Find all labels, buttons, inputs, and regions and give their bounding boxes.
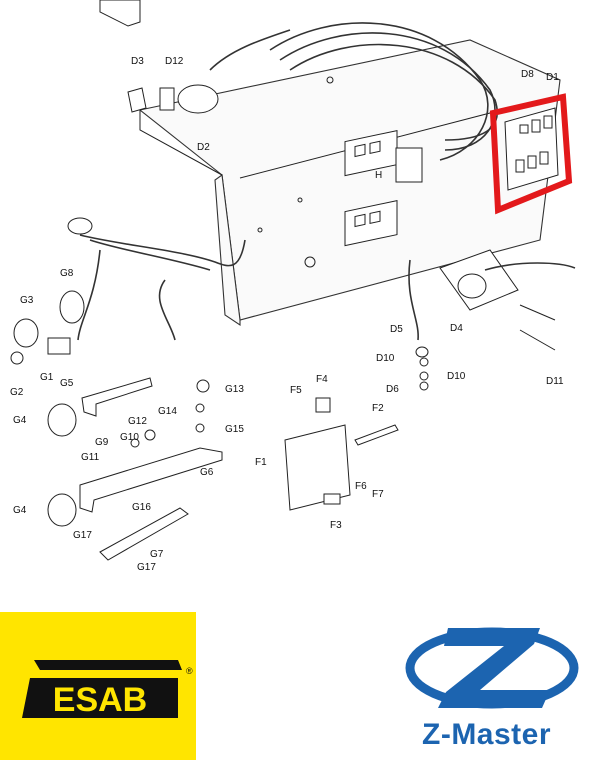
exploded-parts-diagram: D3 D12 D2 D8 D1 H G8 G3 G2 G1 G5 G4 G13 … bbox=[10, 0, 576, 573]
label-g3: G3 bbox=[20, 295, 34, 306]
label-g11: G11 bbox=[81, 452, 100, 463]
label-g16: G16 bbox=[132, 502, 151, 513]
wheel-g4-lower bbox=[47, 493, 77, 527]
z-master-wordmark: Z-Master bbox=[422, 718, 552, 751]
label-g7: G7 bbox=[150, 549, 164, 560]
z-master-emblem-icon bbox=[405, 627, 579, 709]
gland-g8 bbox=[59, 290, 85, 324]
label-d2: D2 bbox=[197, 142, 210, 153]
label-f7: F7 bbox=[372, 489, 384, 500]
label-d3: D3 bbox=[131, 56, 144, 67]
label-d10-left: D10 bbox=[376, 353, 395, 364]
label-f2: F2 bbox=[372, 403, 384, 414]
label-g4-lower: G4 bbox=[13, 505, 27, 516]
label-g12: G12 bbox=[128, 416, 147, 427]
connector-f3 bbox=[323, 493, 341, 505]
label-g17-upper: G17 bbox=[73, 530, 92, 541]
standoff-d5 bbox=[415, 346, 429, 358]
label-h: H bbox=[375, 170, 382, 181]
transformer-d4 bbox=[408, 249, 576, 341]
label-f6: F6 bbox=[355, 481, 367, 492]
label-g10: G10 bbox=[120, 432, 139, 443]
wheel-g4-upper bbox=[47, 403, 77, 437]
screw-g12 bbox=[144, 429, 156, 441]
label-f3: F3 bbox=[330, 520, 342, 531]
left-harness bbox=[77, 234, 246, 341]
label-g13: G13 bbox=[225, 384, 244, 395]
control-board-f bbox=[284, 424, 351, 511]
bolt-d11-upper bbox=[519, 304, 556, 321]
fuse-f4 bbox=[315, 397, 331, 413]
washer-d10-lower bbox=[419, 371, 429, 381]
label-g9: G9 bbox=[95, 437, 109, 448]
label-d5: D5 bbox=[390, 324, 403, 335]
connector-g1 bbox=[47, 337, 71, 355]
label-g17-lower: G17 bbox=[137, 562, 156, 573]
part-labels: D3 D12 D2 D8 D1 H G8 G3 G2 G1 G5 G4 G13 … bbox=[10, 56, 564, 573]
label-g2: G2 bbox=[10, 387, 24, 398]
esab-wordmark: ESAB bbox=[53, 681, 147, 719]
ribbon-cable-f2 bbox=[354, 424, 399, 446]
washer-g10 bbox=[130, 438, 140, 448]
label-g8: G8 bbox=[60, 268, 74, 279]
z-master-logo: Z-Master bbox=[400, 618, 600, 760]
nut-d6 bbox=[419, 381, 429, 391]
handle-g7 bbox=[99, 507, 189, 561]
label-g5: G5 bbox=[60, 378, 74, 389]
connector-d3 bbox=[127, 87, 147, 113]
label-g15: G15 bbox=[225, 424, 244, 435]
axle-g6 bbox=[79, 447, 223, 513]
highlighted-board-d8-d1 bbox=[504, 107, 559, 191]
bolt-g13 bbox=[196, 379, 210, 393]
label-g14: G14 bbox=[158, 406, 177, 417]
bolt-d11-lower bbox=[519, 329, 556, 351]
label-d12: D12 bbox=[165, 56, 184, 67]
highlight-box bbox=[489, 93, 573, 215]
cable-grommet bbox=[67, 217, 93, 235]
main-frame bbox=[138, 39, 561, 327]
esab-logo: ESAB ® bbox=[0, 612, 196, 760]
label-g1: G1 bbox=[40, 372, 54, 383]
top-corner-panel bbox=[99, 0, 141, 27]
h-component bbox=[395, 147, 423, 183]
knob-g3 bbox=[13, 318, 39, 348]
label-f1: F1 bbox=[255, 457, 267, 468]
cap-g2 bbox=[10, 351, 24, 365]
top-cable-bundle bbox=[209, 22, 498, 161]
label-g6: G6 bbox=[200, 467, 214, 478]
label-d8: D8 bbox=[521, 69, 534, 80]
label-f4: F4 bbox=[316, 374, 328, 385]
bracket-g5 bbox=[81, 377, 153, 417]
esab-registered-mark: ® bbox=[186, 666, 193, 676]
label-d6: D6 bbox=[386, 384, 399, 395]
label-f5: F5 bbox=[290, 385, 302, 396]
label-g4-upper: G4 bbox=[13, 415, 27, 426]
clamp-d12 bbox=[159, 87, 175, 111]
washer-d10-upper bbox=[419, 357, 429, 367]
label-d10-right: D10 bbox=[447, 371, 466, 382]
label-d11: D11 bbox=[546, 376, 564, 387]
label-d1: D1 bbox=[546, 72, 559, 83]
power-module-lower bbox=[344, 200, 398, 247]
washer-g14 bbox=[195, 403, 205, 413]
label-d4: D4 bbox=[450, 323, 463, 334]
fan-motor-d2 bbox=[177, 84, 219, 114]
nut-g15 bbox=[195, 423, 205, 433]
